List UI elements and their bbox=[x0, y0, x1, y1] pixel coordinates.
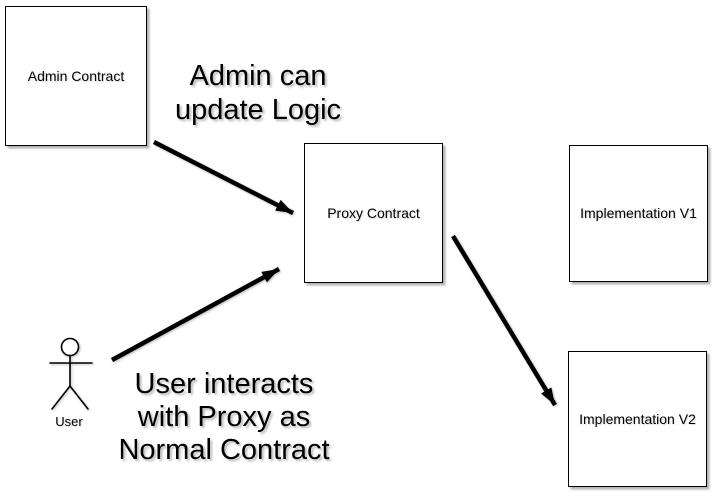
annotation-line: Normal Contract bbox=[118, 434, 330, 466]
annotation-admin-can-update-logic: Admin can update Logic bbox=[148, 59, 368, 127]
edge-admin-to-proxy bbox=[152, 139, 295, 216]
node-admin-contract-label: Admin Contract bbox=[27, 67, 125, 84]
edge-proxy-to-implementation-v2 bbox=[451, 234, 557, 407]
annotation-line: User interacts bbox=[134, 368, 314, 400]
node-proxy-contract-label: Proxy Contract bbox=[327, 204, 420, 221]
node-implementation-v2: Implementation V2 bbox=[568, 351, 707, 487]
edge-user-to-proxy bbox=[110, 267, 281, 362]
node-implementation-v2-label: Implementation V2 bbox=[579, 410, 696, 427]
annotation-user-interacts: User interacts with Proxy as Normal Cont… bbox=[99, 368, 349, 467]
user-actor-icon bbox=[49, 337, 93, 410]
annotation-line: with Proxy as bbox=[137, 401, 311, 433]
user-actor-label: User bbox=[55, 414, 83, 429]
node-implementation-v1-label: Implementation V1 bbox=[580, 205, 697, 221]
annotation-line: update Logic bbox=[174, 94, 342, 126]
node-proxy-contract: Proxy Contract bbox=[304, 143, 443, 283]
annotation-line: Admin can bbox=[189, 60, 327, 92]
node-admin-contract: Admin Contract bbox=[5, 6, 147, 146]
node-implementation-v1: Implementation V1 bbox=[569, 145, 708, 282]
